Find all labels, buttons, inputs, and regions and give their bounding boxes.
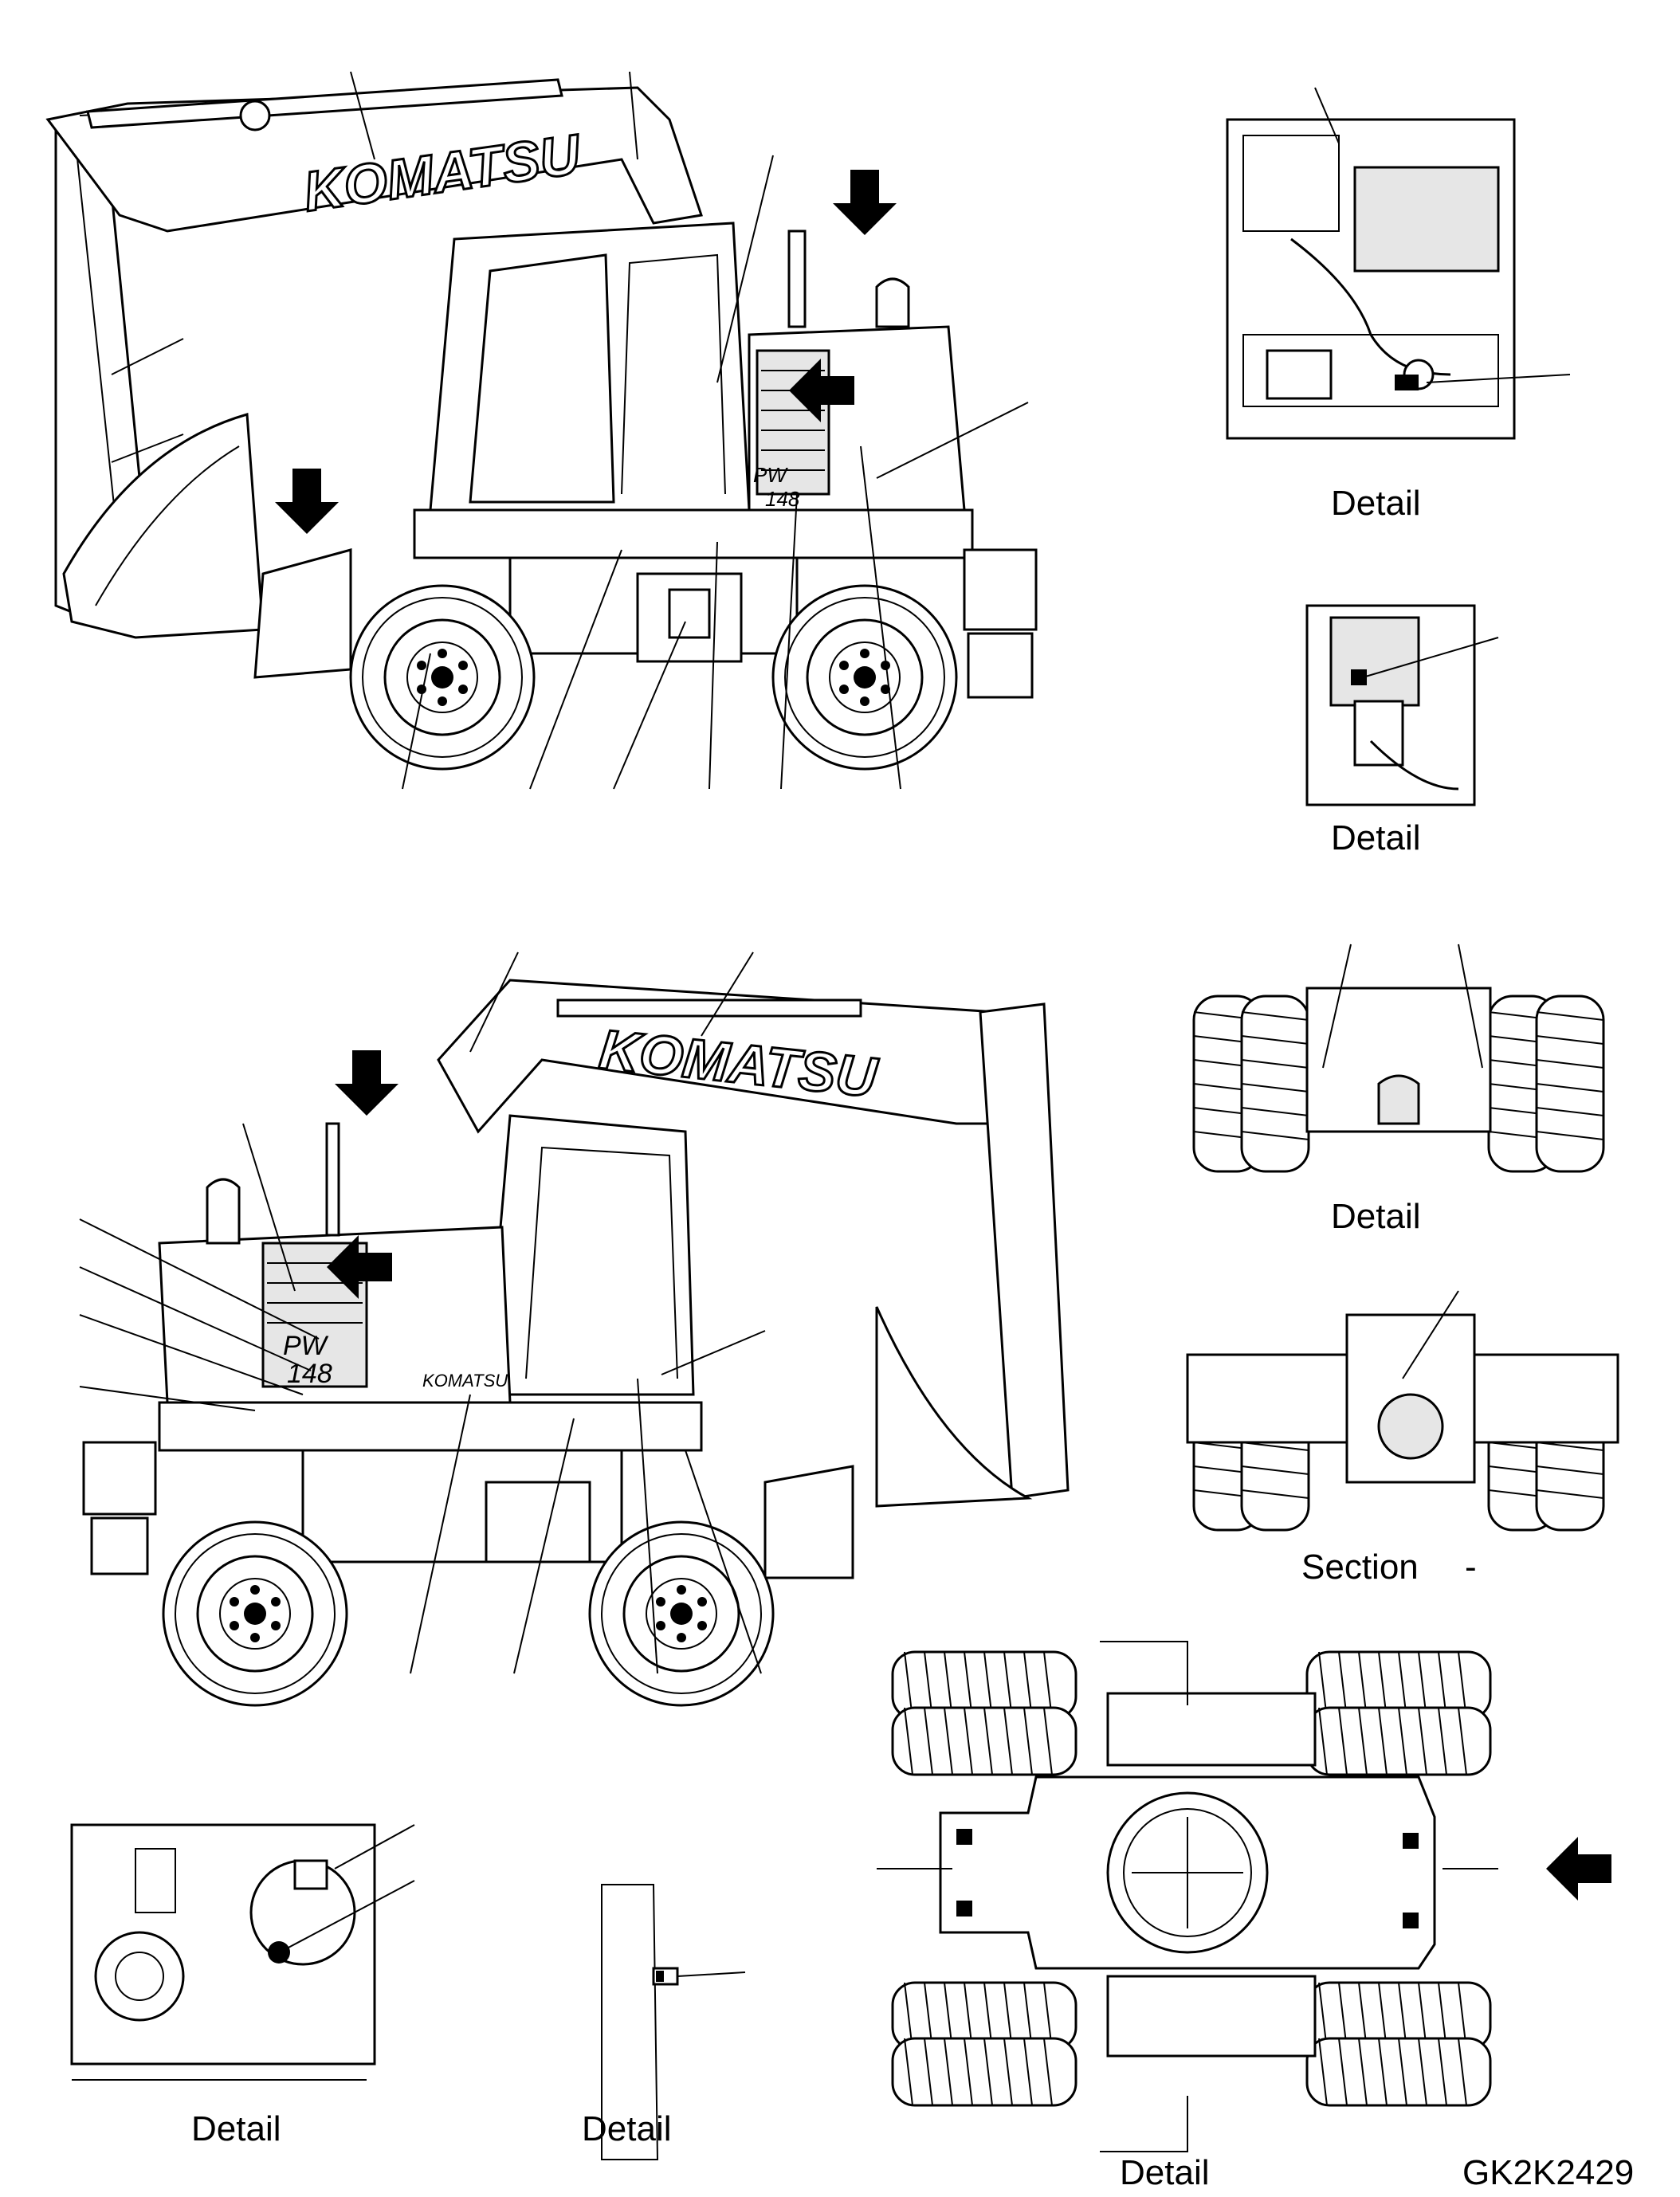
side-logo: KOMATSU — [422, 1371, 508, 1391]
arrow-icon — [1546, 1837, 1611, 1901]
drawing-code: GK2K2429 — [1462, 2153, 1635, 2192]
arrow-icon — [833, 170, 897, 235]
arrow-icon — [335, 1050, 398, 1116]
caption-detail-top-right: Detail — [1331, 484, 1421, 523]
caption-section-dash: - — [1465, 1548, 1477, 1587]
caption-detail-mid-right: Detail — [1331, 818, 1421, 857]
side-view-left: KOMATSU PW 148 — [45, 78, 1038, 771]
caption-detail-bottom-left: Detail — [191, 2109, 281, 2148]
side-view-right: KOMATSU PW 148 KOMATSU — [82, 979, 1070, 1707]
detail-engine-compartment — [1226, 87, 1571, 440]
top-view — [877, 1641, 1498, 2152]
model-badge-line1: PW — [753, 463, 788, 487]
detail-valve-area — [1305, 604, 1499, 806]
leader-lines-view1 — [111, 71, 1029, 790]
model-badge-line2: 148 — [765, 487, 800, 511]
caption-detail-bottom-mid: Detail — [582, 2109, 672, 2148]
detail-rear-axle — [70, 1823, 415, 2081]
caption-detail-undercarriage: Detail — [1331, 1197, 1421, 1236]
model-badge-right-line1: PW — [283, 1331, 329, 1361]
section-axle — [1186, 1290, 1619, 1532]
arrow-icon — [275, 469, 339, 534]
caption-detail-top-view: Detail — [1120, 2153, 1210, 2192]
detail-bracket — [601, 1884, 746, 2160]
detail-undercarriage — [1192, 944, 1605, 1173]
caption-section: Section — [1301, 1548, 1419, 1587]
leader-lines-view2 — [79, 951, 766, 1674]
